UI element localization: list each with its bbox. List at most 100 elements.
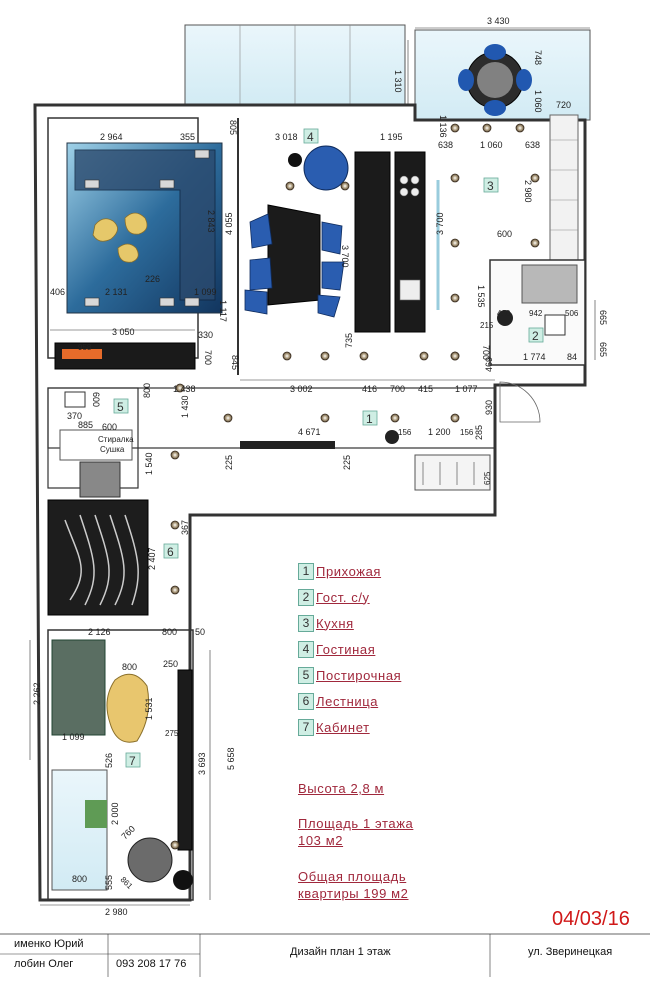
svg-text:800: 800 [162, 627, 177, 637]
svg-text:215: 215 [480, 321, 494, 330]
dining-table [267, 204, 321, 306]
svg-text:415: 415 [418, 384, 433, 394]
svg-text:1 430: 1 430 [180, 395, 190, 418]
svg-text:7: 7 [129, 754, 136, 768]
washer-label: Стиралка [98, 435, 134, 444]
svg-text:4 671: 4 671 [298, 427, 321, 437]
date-stamp: 04/03/16 [552, 908, 630, 930]
svg-text:156: 156 [398, 428, 412, 437]
svg-text:3 002: 3 002 [290, 384, 313, 394]
svg-text:3 693: 3 693 [197, 752, 207, 775]
svg-text:700: 700 [203, 350, 213, 365]
study-sofa [51, 639, 106, 736]
ceiling-height: Высота 2,8 м [298, 781, 385, 796]
svg-text:1 136: 1 136 [438, 115, 448, 138]
svg-text:1 099: 1 099 [194, 287, 217, 297]
svg-text:1 540: 1 540 [144, 452, 154, 475]
dimension-labels: 3 430 1 310 748 1 060 720 2 964 355 805 … [32, 16, 608, 917]
legend-name: Лестница [316, 693, 379, 709]
svg-text:2 000: 2 000 [110, 802, 120, 825]
drawing-title: Дизайн план 1 этаж [290, 946, 391, 958]
svg-text:800: 800 [142, 383, 152, 398]
svg-text:250: 250 [163, 659, 178, 669]
svg-text:2: 2 [532, 329, 539, 343]
svg-text:735: 735 [344, 333, 354, 348]
svg-text:600: 600 [91, 392, 101, 407]
svg-text:2 126: 2 126 [88, 627, 111, 637]
svg-text:4 055: 4 055 [224, 212, 234, 235]
svg-text:1 077: 1 077 [455, 384, 478, 394]
svg-text:225: 225 [342, 455, 352, 470]
svg-text:1 060: 1 060 [480, 140, 503, 150]
author-1: именко Юрий [14, 938, 84, 950]
legend-number: 7 [298, 718, 314, 736]
svg-text:2 407: 2 407 [147, 547, 157, 570]
svg-text:1 531: 1 531 [144, 697, 154, 720]
svg-text:760: 760 [119, 824, 137, 842]
svg-text:285: 285 [474, 425, 484, 440]
svg-text:1 195: 1 195 [380, 132, 403, 142]
svg-text:845: 845 [230, 355, 240, 370]
legend-number: 2 [298, 588, 314, 606]
study-room [47, 629, 194, 901]
svg-text:226: 226 [145, 274, 160, 284]
svg-text:2 964: 2 964 [100, 132, 123, 142]
svg-text:3 700: 3 700 [435, 212, 445, 235]
kitchen-counter [394, 151, 426, 333]
svg-text:1 099: 1 099 [62, 732, 85, 742]
armchair [303, 145, 349, 191]
legend-name: Гост. с/у [316, 589, 370, 605]
svg-text:861: 861 [119, 875, 135, 891]
author-2: лобин Олег [14, 958, 74, 970]
svg-text:800: 800 [72, 874, 87, 884]
svg-text:367: 367 [180, 520, 190, 535]
svg-text:1 438: 1 438 [173, 384, 196, 394]
svg-text:225: 225 [224, 455, 234, 470]
svg-text:600: 600 [497, 229, 512, 239]
svg-text:665: 665 [598, 310, 608, 325]
svg-text:526: 526 [104, 753, 114, 768]
total-area-line2: квартиры 199 м2 [298, 886, 409, 901]
legend-name: Кухня [316, 615, 354, 631]
room-badges: 4 3 2 1 5 6 7 [113, 128, 544, 768]
floor-area-line2: 103 м2 [298, 833, 344, 848]
svg-text:50: 50 [195, 627, 205, 637]
ottoman-2 [124, 212, 148, 235]
svg-text:800: 800 [122, 662, 137, 672]
legend-name: Постирочная [316, 667, 402, 683]
staircase [47, 499, 149, 616]
address: ул. Звеpинецкая [528, 946, 613, 958]
phone: 093 208 17 76 [116, 958, 187, 970]
ottoman-1 [92, 218, 118, 242]
svg-text:1 774: 1 774 [523, 352, 546, 362]
svg-text:885: 885 [78, 420, 93, 430]
svg-text:330: 330 [198, 330, 213, 340]
total-area-line1: Общая площадь [298, 869, 407, 884]
svg-text:1 200: 1 200 [428, 427, 451, 437]
dryer-label: Сушка [100, 445, 125, 454]
svg-text:625: 625 [483, 471, 492, 485]
svg-text:4: 4 [307, 130, 314, 144]
floor-area-line1: Площадь 1 этажа [298, 816, 414, 831]
ceiling-lights [170, 123, 540, 850]
svg-text:6: 6 [167, 545, 174, 559]
kitchen-island [354, 151, 391, 333]
study-desk [106, 673, 150, 743]
svg-text:156: 156 [460, 428, 474, 437]
svg-text:355: 355 [180, 132, 195, 142]
svg-text:3 700: 3 700 [340, 245, 350, 268]
legend-number: 4 [298, 640, 314, 658]
svg-text:600: 600 [102, 422, 117, 432]
svg-text:370: 370 [67, 411, 82, 421]
svg-text:1: 1 [366, 412, 373, 426]
legend-number: 3 [298, 614, 314, 632]
legend-name: Гостиная [316, 641, 376, 657]
svg-text:1 310: 1 310 [393, 70, 403, 93]
